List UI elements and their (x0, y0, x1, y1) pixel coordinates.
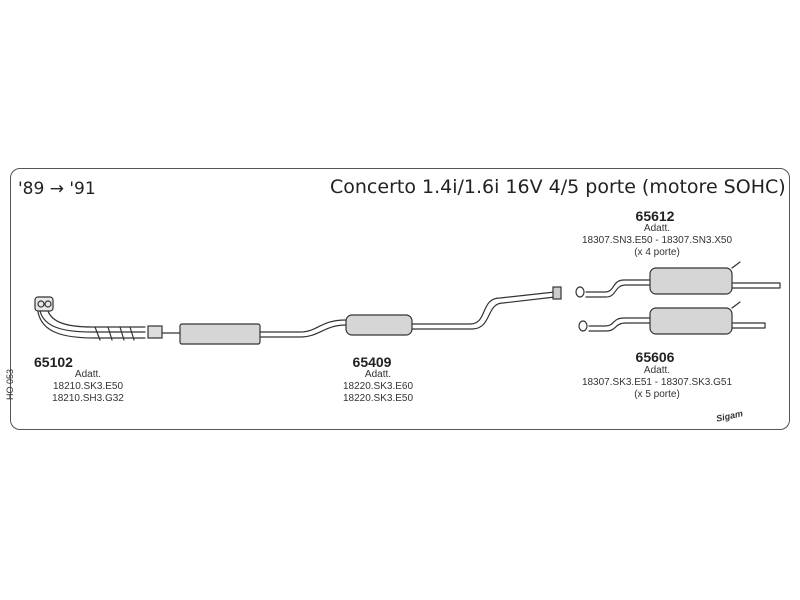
part-65606-note: (x 5 porte) (634, 389, 680, 400)
diagram-title: Concerto 1.4i/1.6i 16V 4/5 porte (motore… (330, 176, 786, 198)
part-65612-ref-1: 18307.SN3.E50 - 18307.SN3.X50 (581, 235, 733, 246)
front-pipe-65102 (34, 296, 163, 341)
diagram-frame (10, 168, 790, 430)
rear-silencer-65606 (578, 301, 766, 335)
part-65102-adatt: Adatt. (74, 369, 102, 380)
part-65409-ref-1: 18220.SK3.E60 (342, 381, 414, 392)
part-number-65409: 65409 (352, 354, 392, 370)
part-number-65102: 65102 (34, 354, 73, 370)
part-number-65606: 65606 (635, 349, 675, 365)
rear-silencer-65612 (575, 261, 781, 298)
model-years: '89 → '91 (18, 179, 96, 199)
part-number-65612: 65612 (635, 208, 675, 224)
side-code-label: HO 053 (5, 368, 15, 400)
part-65606-adatt: Adatt. (643, 365, 671, 376)
part-65102-ref-1: 18210.SK3.E50 (52, 381, 124, 392)
part-65102-ref-2: 18210.SH3.G32 (52, 393, 124, 404)
part-65612-adatt: Adatt. (643, 223, 671, 234)
part-65606-ref-1: 18307.SK3.E51 - 18307.SK3.G51 (581, 377, 733, 388)
middle-pipe-65409 (161, 286, 562, 345)
part-65409-ref-2: 18220.SK3.E50 (342, 393, 414, 404)
part-65612-note: (x 4 porte) (634, 247, 680, 258)
part-65409-adatt: Adatt. (364, 369, 392, 380)
